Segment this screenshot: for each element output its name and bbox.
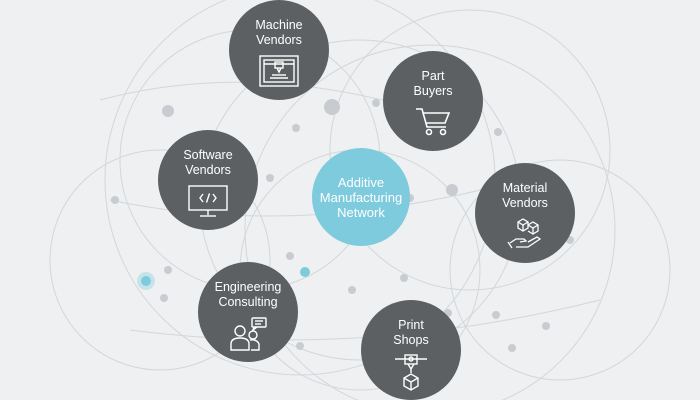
printer-nozzle-cube-icon <box>393 354 429 399</box>
shopping-cart-icon <box>414 105 452 142</box>
hand-cubes-icon <box>506 217 544 256</box>
hub-additive-manufacturing-network: Additive Manufacturing Network <box>312 148 410 246</box>
node-engineering-consulting: Engineering Consulting <box>198 262 298 362</box>
monitor-code-icon <box>187 184 229 223</box>
node-material-vendors: Material Vendors <box>475 163 575 263</box>
engineering-consulting-label: Engineering Consulting <box>214 280 282 309</box>
node-machine-vendors: Machine Vendors <box>229 0 329 100</box>
people-chat-icon <box>228 316 268 357</box>
node-print-shops: Print Shops <box>361 300 461 400</box>
print-shops-label: Print Shops <box>393 318 429 347</box>
software-vendors-label: Software Vendors <box>183 148 233 177</box>
part-buyers-label: Part Buyers <box>413 69 453 98</box>
node-software-vendors: Software Vendors <box>158 130 258 230</box>
3d-printer-icon <box>258 54 300 93</box>
node-part-buyers: Part Buyers <box>383 51 483 151</box>
hub-label: Additive Manufacturing Network <box>319 174 403 220</box>
machine-vendors-label: Machine Vendors <box>255 18 303 47</box>
material-vendors-label: Material Vendors <box>502 181 548 210</box>
